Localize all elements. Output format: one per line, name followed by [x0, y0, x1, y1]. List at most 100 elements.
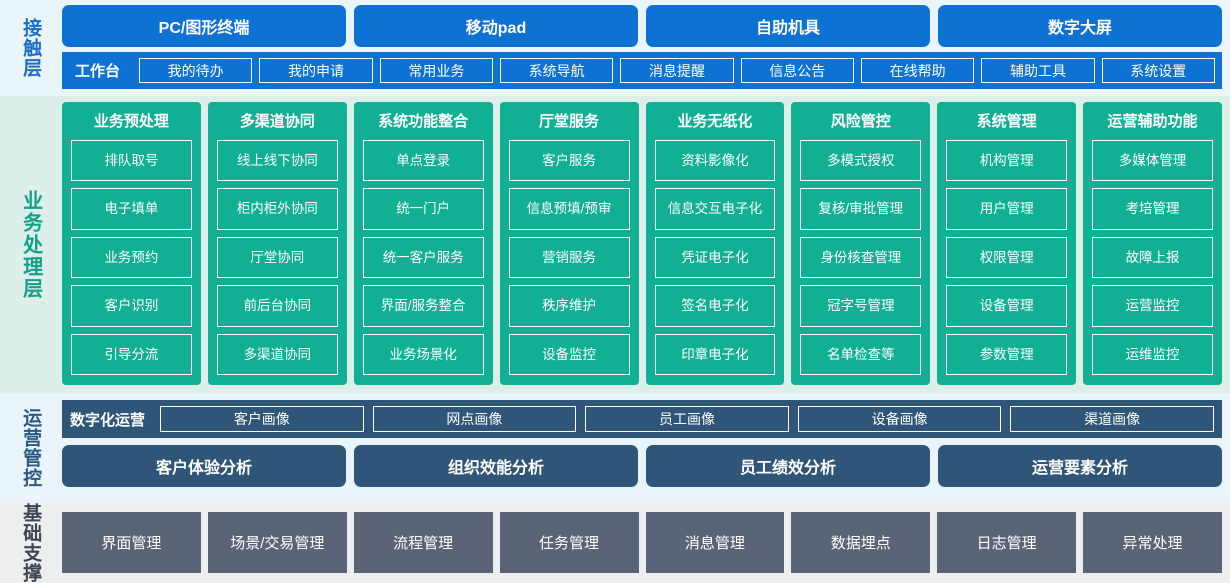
business-item[interactable]: 权限管理: [946, 236, 1068, 279]
business-item[interactable]: 冠字号管理: [800, 285, 922, 327]
business-item[interactable]: 运维监控: [1092, 333, 1213, 376]
layer-business-label: 业务处理层: [19, 189, 42, 300]
business-item[interactable]: 多模式授权: [800, 140, 922, 182]
business-item[interactable]: 考培管理: [1092, 188, 1213, 230]
business-item[interactable]: 排队取号: [71, 140, 192, 182]
workbench-item-online-help[interactable]: 在线帮助: [860, 58, 975, 83]
business-item[interactable]: 多渠道协同: [216, 333, 338, 376]
foundation-exception-handling[interactable]: 异常处理: [1083, 512, 1222, 573]
business-item[interactable]: 复核/审批管理: [800, 188, 922, 230]
foundation-data-tracking[interactable]: 数据埋点: [791, 512, 931, 573]
foundation-ui-management[interactable]: 界面管理: [62, 512, 201, 573]
business-column-risk-control: 风险管控 多模式授权 复核/审批管理 身份核查管理 冠字号管理 名单检查等: [791, 102, 931, 385]
business-item[interactable]: 设备监控: [508, 333, 630, 376]
business-column-pre-processing: 业务预处理 排队取号 电子填单 业务预约 客户识别 引导分流: [62, 102, 201, 385]
business-item[interactable]: 名单检查等: [800, 333, 922, 376]
portrait-device[interactable]: 设备画像: [797, 406, 1002, 432]
business-item[interactable]: 故障上报: [1092, 236, 1213, 279]
foundation-row: 界面管理 场景/交易管理 流程管理 任务管理 消息管理 数据埋点 日志管理 异常…: [62, 512, 1222, 573]
column-title: 多渠道协同: [239, 113, 315, 130]
business-item[interactable]: 印章电子化: [654, 333, 776, 376]
business-item[interactable]: 身份核查管理: [800, 236, 922, 279]
foundation-scene-transaction[interactable]: 场景/交易管理: [207, 512, 347, 573]
portrait-branch[interactable]: 网点画像: [372, 406, 577, 432]
layer-foundation-label: 基础支撑: [20, 503, 42, 583]
business-item[interactable]: 签名电子化: [654, 285, 776, 327]
business-item[interactable]: 参数管理: [946, 333, 1068, 376]
business-item[interactable]: 统一客户服务: [362, 236, 484, 279]
workbench-title: 工作台: [75, 63, 121, 80]
foundation-log-management[interactable]: 日志管理: [937, 512, 1077, 573]
workbench-item-system-nav[interactable]: 系统导航: [500, 58, 614, 83]
business-item[interactable]: 前后台协同: [216, 285, 338, 327]
analysis-employee-performance[interactable]: 员工绩效分析: [646, 445, 930, 487]
workbench-item-announcement[interactable]: 信息公告: [740, 58, 854, 83]
layer-business-body: 业务预处理 排队取号 电子填单 业务预约 客户识别 引导分流 多渠道协同 线上线…: [60, 96, 1230, 393]
business-item[interactable]: 界面/服务整合: [362, 285, 484, 327]
channel-digital-screen[interactable]: 数字大屏: [938, 5, 1222, 47]
business-item[interactable]: 用户管理: [946, 188, 1068, 230]
workbench-bar: 工作台 我的待办 我的申请 常用业务 系统导航 消息提醒 信息公告 在线帮助 辅…: [62, 52, 1222, 89]
business-column-row: 业务预处理 排队取号 电子填单 业务预约 客户识别 引导分流 多渠道协同 线上线…: [62, 102, 1222, 385]
portrait-channel[interactable]: 渠道画像: [1010, 406, 1214, 432]
workbench-item-message-alert[interactable]: 消息提醒: [620, 58, 734, 83]
workbench-item-my-application[interactable]: 我的申请: [259, 58, 373, 83]
workbench-item-my-todo[interactable]: 我的待办: [139, 58, 253, 83]
business-item[interactable]: 营销服务: [508, 236, 630, 279]
digital-operations-title: 数字化运营: [70, 411, 146, 429]
business-item[interactable]: 运营监控: [1092, 285, 1213, 327]
business-item[interactable]: 电子填单: [71, 188, 192, 230]
business-item[interactable]: 客户识别: [71, 285, 192, 327]
workbench-item-system-settings[interactable]: 系统设置: [1101, 58, 1215, 83]
business-item[interactable]: 信息预填/预审: [508, 188, 630, 230]
channel-self-service[interactable]: 自助机具: [646, 5, 930, 47]
business-column-system-management: 系统管理 机构管理 用户管理 权限管理 设备管理 参数管理: [937, 102, 1077, 385]
business-column-paperless: 业务无纸化 资料影像化 信息交互电子化 凭证电子化 签名电子化 印章电子化: [645, 102, 785, 385]
business-column-operation-support: 运营辅助功能 多媒体管理 考培管理 故障上报 运营监控 运维监控: [1083, 102, 1222, 385]
channel-pc[interactable]: PC/图形终端: [62, 5, 346, 47]
business-item[interactable]: 业务预约: [71, 236, 192, 279]
business-item[interactable]: 资料影像化: [654, 140, 776, 182]
column-title: 系统功能整合: [378, 113, 469, 130]
workbench-item-aux-tools[interactable]: 辅助工具: [981, 58, 1095, 83]
business-item[interactable]: 机构管理: [946, 140, 1068, 182]
business-item[interactable]: 多媒体管理: [1092, 140, 1213, 182]
layer-operations-label: 运营管控: [20, 408, 42, 488]
column-title: 业务预处理: [93, 113, 169, 130]
channel-mobile-pad[interactable]: 移动pad: [354, 5, 638, 47]
business-item[interactable]: 凭证电子化: [654, 236, 776, 279]
foundation-process-management[interactable]: 流程管理: [353, 512, 493, 573]
column-title: 厅堂服务: [539, 113, 600, 130]
foundation-message-management[interactable]: 消息管理: [645, 512, 785, 573]
layer-contact-body: PC/图形终端 移动pad 自助机具 数字大屏 工作台 我的待办 我的申请 常用…: [60, 0, 1230, 96]
business-item[interactable]: 柜内柜外协同: [216, 188, 338, 230]
layer-operations-body: 数字化运营 客户画像 网点画像 员工画像 设备画像 渠道画像 客户体验分析 组织…: [60, 393, 1230, 503]
business-item[interactable]: 引导分流: [71, 333, 192, 376]
business-item[interactable]: 单点登录: [362, 140, 484, 182]
business-item[interactable]: 线上线下协同: [216, 140, 338, 182]
business-item[interactable]: 设备管理: [946, 285, 1068, 327]
layer-foundation: 基础支撑 界面管理 场景/交易管理 流程管理 任务管理 消息管理 数据埋点 日志…: [0, 503, 1230, 583]
column-title: 运营辅助功能: [1107, 113, 1198, 130]
layer-foundation-body: 界面管理 场景/交易管理 流程管理 任务管理 消息管理 数据埋点 日志管理 异常…: [60, 503, 1230, 583]
layer-contact: 接触层 PC/图形终端 移动pad 自助机具 数字大屏 工作台 我的待办 我的申…: [0, 0, 1230, 96]
analysis-org-efficiency[interactable]: 组织效能分析: [354, 445, 638, 487]
business-item[interactable]: 客户服务: [508, 140, 630, 182]
digital-operations-bar: 数字化运营 客户画像 网点画像 员工画像 设备画像 渠道画像: [62, 400, 1222, 438]
layer-contact-label: 接触层: [20, 18, 42, 78]
analysis-customer-experience[interactable]: 客户体验分析: [62, 445, 346, 487]
column-title: 风险管控: [830, 113, 891, 130]
business-item[interactable]: 信息交互电子化: [654, 188, 776, 230]
workbench-item-common-business[interactable]: 常用业务: [379, 58, 493, 83]
business-column-lobby-service: 厅堂服务 客户服务 信息预填/预审 营销服务 秩序维护 设备监控: [499, 102, 639, 385]
business-item[interactable]: 秩序维护: [508, 285, 630, 327]
column-title: 业务无纸化: [677, 113, 753, 130]
business-item[interactable]: 统一门户: [362, 188, 484, 230]
business-item[interactable]: 厅堂协同: [216, 236, 338, 279]
portrait-employee[interactable]: 员工画像: [585, 406, 789, 432]
foundation-task-management[interactable]: 任务管理: [499, 512, 639, 573]
portrait-customer[interactable]: 客户画像: [160, 406, 364, 432]
analysis-operation-factors[interactable]: 运营要素分析: [938, 445, 1222, 487]
business-item[interactable]: 业务场景化: [362, 333, 484, 376]
layer-business: 业务处理层 业务预处理 排队取号 电子填单 业务预约 客户识别 引导分流 多渠道…: [0, 96, 1230, 393]
